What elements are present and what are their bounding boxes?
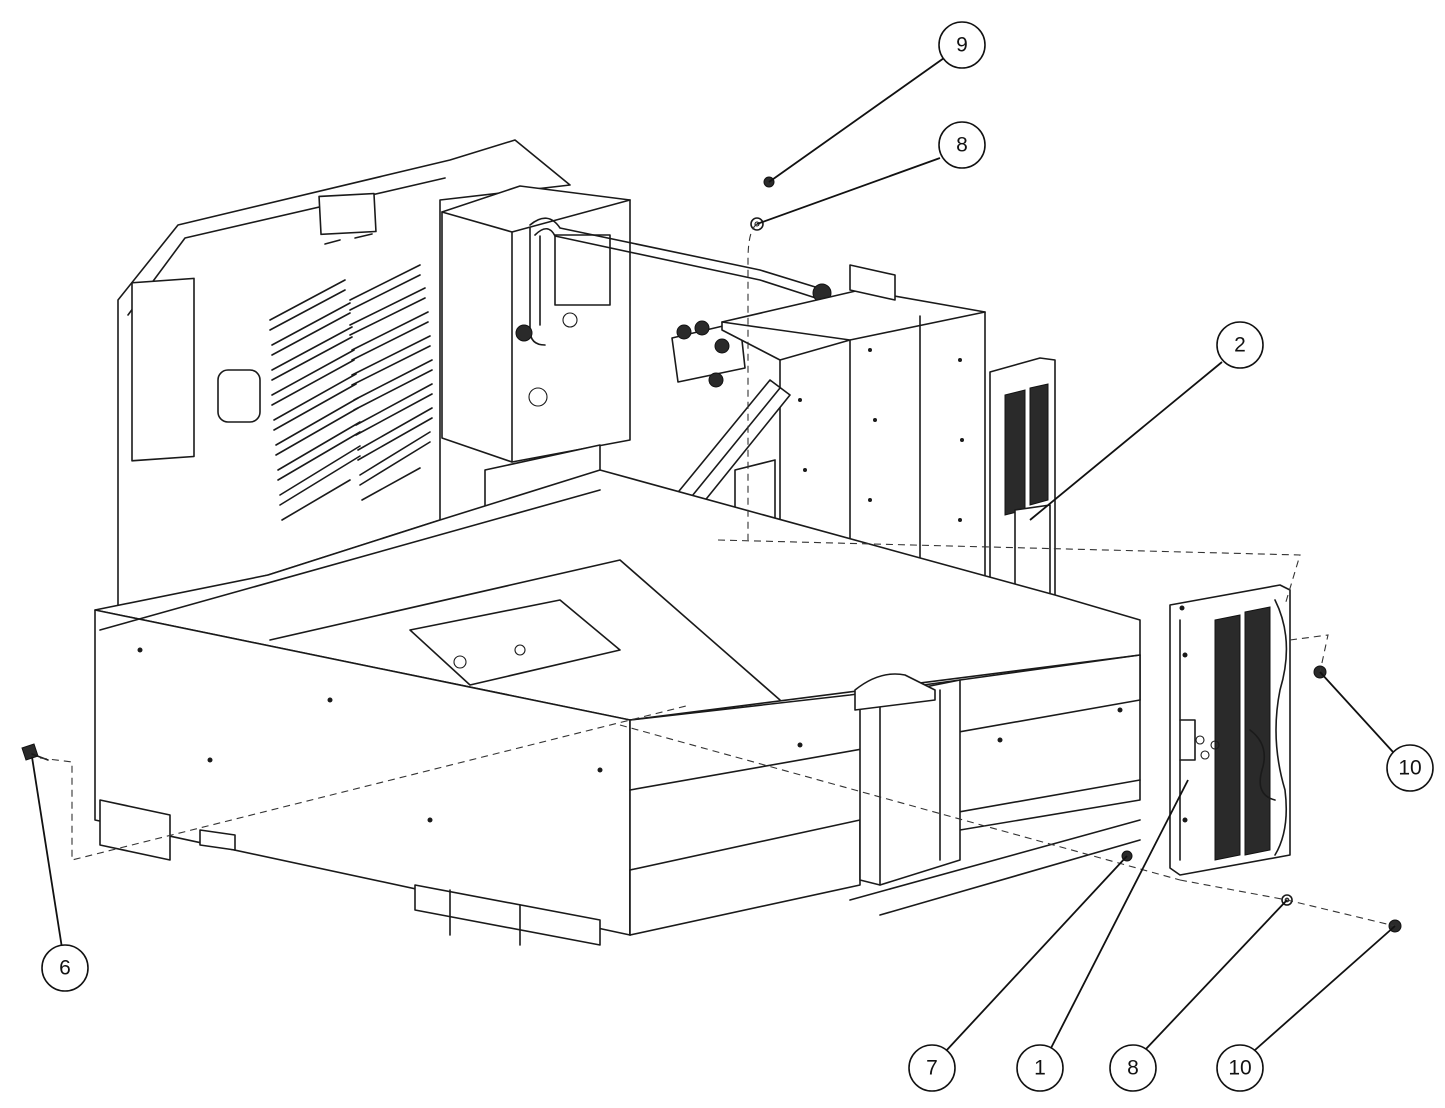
callout-10-bottom-label: 10 xyxy=(1228,1057,1251,1080)
base-tray xyxy=(94,469,1141,946)
callout-10-right-label: 10 xyxy=(1398,757,1421,780)
rear-mount-rail xyxy=(989,357,1056,651)
callout-8-bottom-label: 8 xyxy=(1127,1057,1139,1080)
callout-8-top: 8 xyxy=(938,121,986,169)
callout-8-top-label: 8 xyxy=(956,134,968,157)
callout-8-bottom: 8 xyxy=(1109,1044,1157,1092)
chassis-assembly xyxy=(94,139,1141,946)
callout-1: 1 xyxy=(1016,1044,1064,1092)
rear-wall-panel xyxy=(117,139,571,613)
assembly-lines xyxy=(39,223,1396,927)
callout-7: 7 xyxy=(908,1044,956,1092)
callout-10-right: 10 xyxy=(1386,744,1434,792)
vent-slots xyxy=(269,264,433,521)
callout-6-label: 6 xyxy=(59,957,71,980)
callout-7-label: 7 xyxy=(926,1057,938,1080)
callout-9: 9 xyxy=(938,21,986,69)
exploded-component-1 xyxy=(1169,584,1291,876)
callout-2-label: 2 xyxy=(1234,334,1246,357)
callout-2: 2 xyxy=(1216,321,1264,369)
screw-icon xyxy=(21,743,49,761)
callout-1-label: 1 xyxy=(1034,1057,1046,1080)
leader-lines xyxy=(31,57,1396,1053)
callout-10-bottom: 10 xyxy=(1216,1044,1264,1092)
callout-9-label: 9 xyxy=(956,34,968,57)
callout-6: 6 xyxy=(41,944,89,992)
valve-assembly xyxy=(671,320,746,388)
